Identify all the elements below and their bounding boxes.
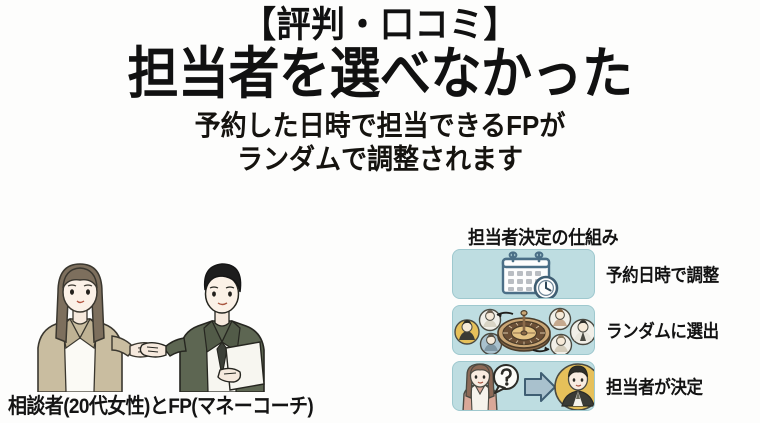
diagram-heading: 担当者決定の仕組み — [468, 227, 619, 249]
headline-block: 【評判・口コミ】 担当者を選べなかった 予約した日時で担当できるFPが ランダム… — [0, 4, 760, 174]
people-caption: 相談者(20代女性)とFP(マネーコーチ) — [8, 395, 314, 419]
diagram-rows: 予約日時で調整 — [452, 248, 756, 416]
page-title: 担当者を選べなかった — [127, 42, 633, 106]
subtitle-line-2: ランダムで調整されます — [236, 141, 523, 175]
roulette-wheel-icon — [454, 307, 594, 354]
diagram-row: 担当者が決定 — [452, 360, 756, 412]
diagram-row: 予約日時で調整 — [452, 248, 756, 300]
people-illustration — [37, 263, 265, 392]
subtitle-line-1: 予約した日時で担当できるFPが — [194, 108, 566, 142]
headline-subtitle: 予約した日時で担当できるFPが ランダムで調整されます — [0, 109, 760, 175]
people-illustration-group: 相談者(20代女性)とFP(マネーコーチ) — [8, 252, 314, 420]
diagram-row-label: ランダムに選出 — [606, 322, 719, 343]
mechanism-diagram: 担当者決定の仕組み — [452, 222, 756, 418]
diagram-box-roulette — [452, 305, 595, 355]
calendar-clock-icon — [501, 251, 559, 298]
diagram-box-decision — [452, 361, 595, 411]
man-illustration — [139, 263, 265, 392]
diagram-box-calendar — [452, 249, 595, 299]
person-arrow-person-icon — [462, 363, 594, 410]
diagram-row-label: 担当者が決定 — [606, 378, 703, 399]
woman-illustration — [37, 263, 157, 392]
headline-kicker: 【評判・口コミ】 — [242, 4, 518, 46]
diagram-row: ランダムに選出 — [452, 304, 756, 356]
diagram-row-label: 予約日時で調整 — [606, 266, 719, 287]
